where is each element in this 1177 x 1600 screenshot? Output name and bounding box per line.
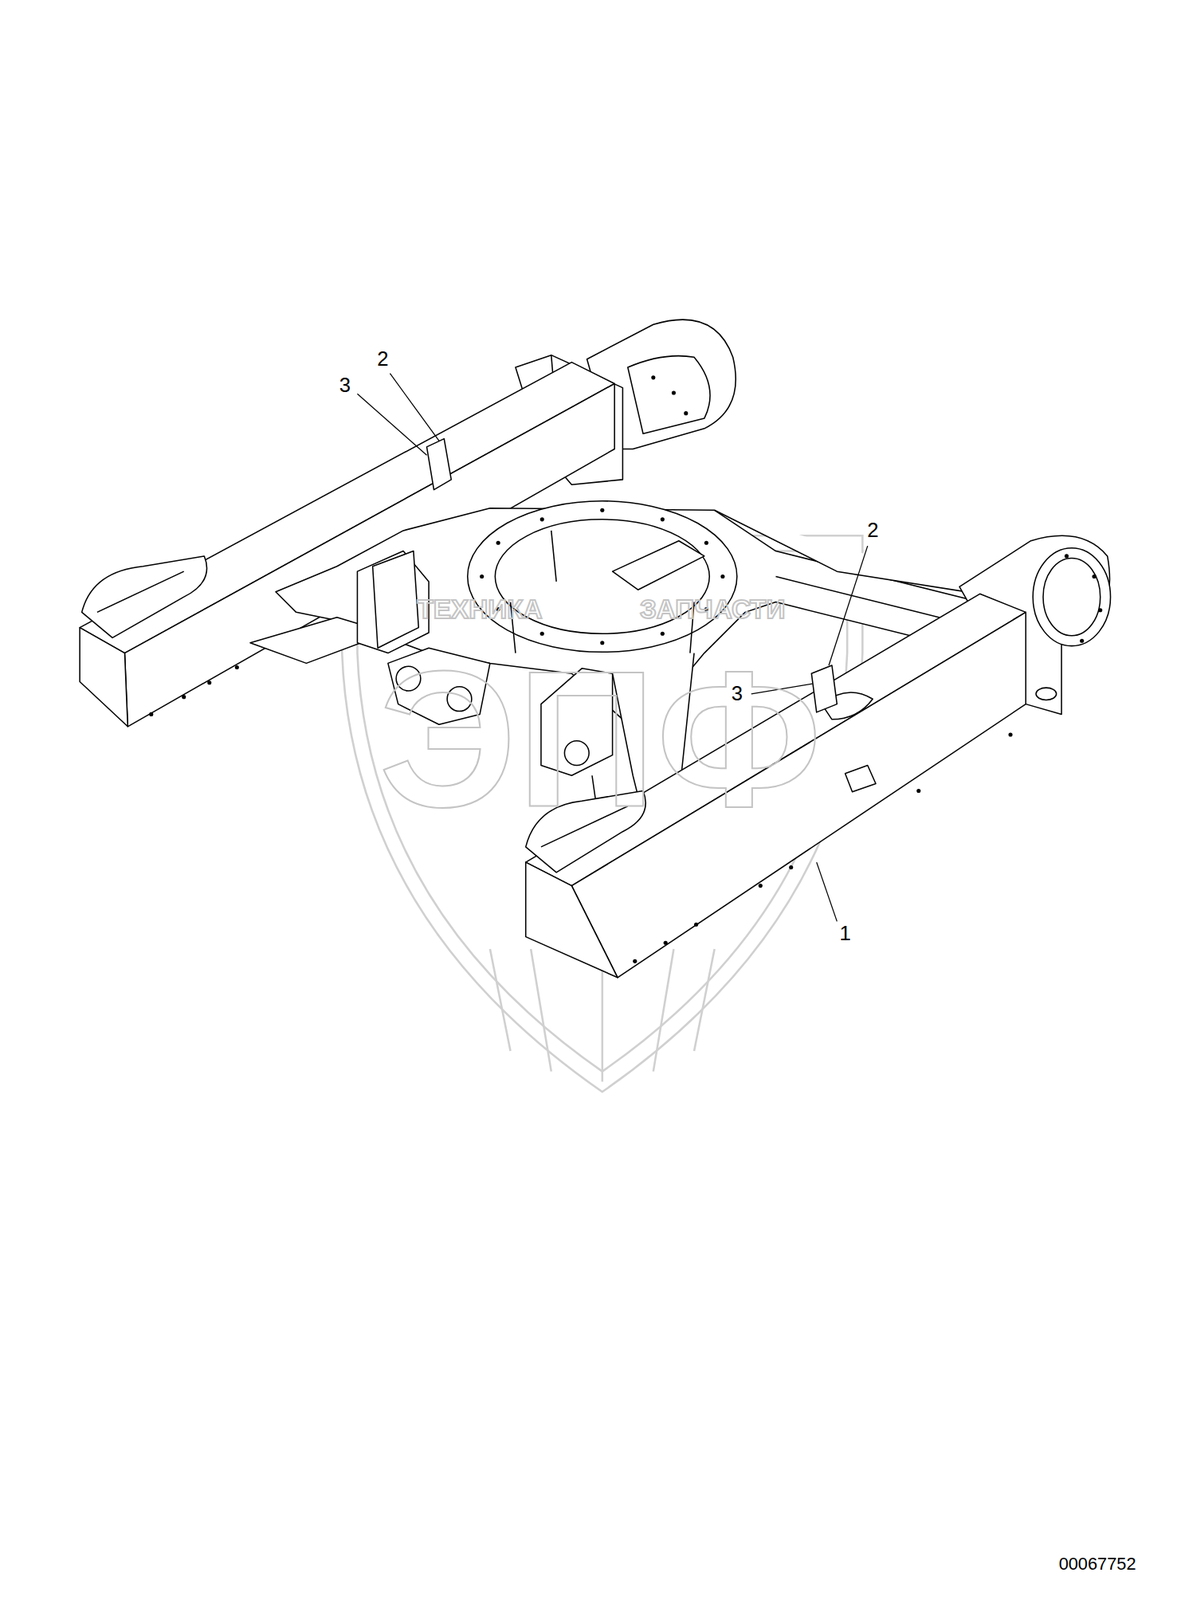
callout-number: 2 [867,520,879,542]
leader-lines [357,373,868,922]
drawing-number: 00067752 [1059,1555,1137,1574]
callout-number: 2 [376,349,389,370]
callout-number: 3 [339,375,351,397]
watermark-logo: ЭПФ [378,643,822,837]
bolt-holes [149,375,1103,964]
callout-number: 1 [839,923,852,945]
watermark-text: ЗАПЧАСТИ [639,596,786,623]
frame-lines [79,319,1111,978]
watermark-text: ТЕХНИКА [417,596,543,623]
